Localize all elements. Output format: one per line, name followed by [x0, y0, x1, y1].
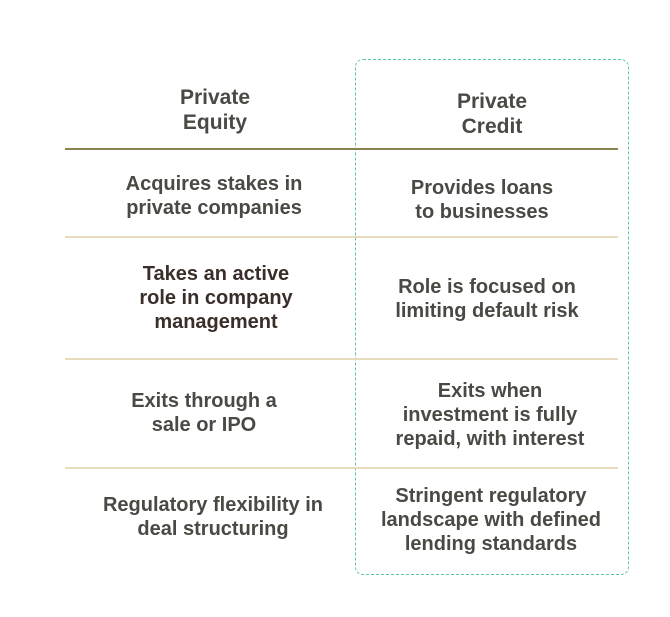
- equity-cell-4: Regulatory flexibility in deal structuri…: [102, 494, 324, 540]
- header-divider: [65, 148, 618, 150]
- header-private-credit: Private Credit: [456, 90, 528, 138]
- equity-cell-3: Exits through a sale or IPO: [131, 390, 277, 436]
- credit-cell-1: Provides loans to businesses: [410, 177, 554, 223]
- row-divider: [65, 358, 618, 360]
- row-divider: [65, 467, 618, 469]
- equity-cell-1: Acquires stakes in private companies: [125, 173, 303, 219]
- header-private-equity: Private Equity: [179, 86, 251, 134]
- credit-cell-2: Role is focused on limiting default risk: [395, 276, 579, 322]
- row-divider: [65, 236, 618, 238]
- credit-cell-3: Exits when investment is fully repaid, w…: [395, 380, 585, 450]
- private-credit-highlight: [355, 59, 629, 575]
- equity-cell-2: Takes an active role in company manageme…: [139, 263, 293, 333]
- credit-cell-4: Stringent regulatory landscape with defi…: [380, 485, 602, 555]
